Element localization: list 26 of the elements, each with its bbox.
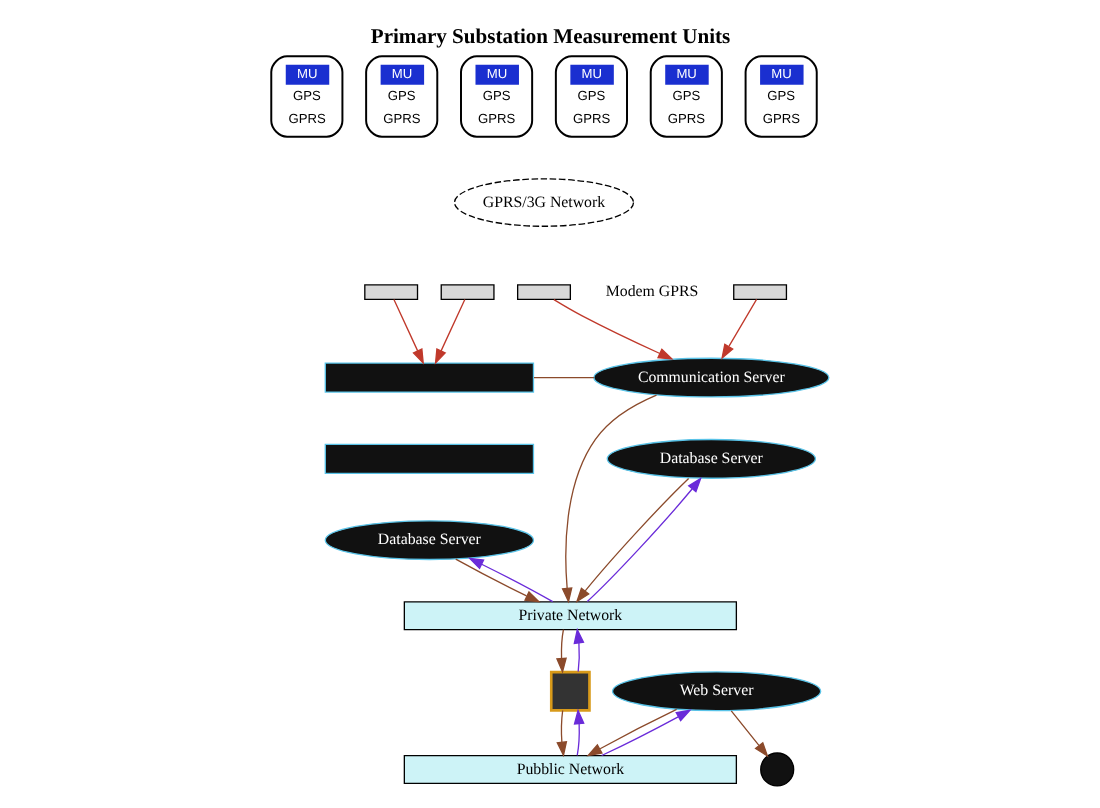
arrow xyxy=(573,708,585,756)
arrow xyxy=(467,557,554,603)
arrow xyxy=(455,558,541,603)
node-box xyxy=(324,443,535,475)
arrow xyxy=(434,298,466,365)
arrow xyxy=(721,298,758,360)
arrow xyxy=(393,298,425,365)
node-box xyxy=(324,362,535,393)
connector xyxy=(533,376,595,379)
node-box xyxy=(364,284,419,301)
arrow xyxy=(730,710,769,758)
arrow xyxy=(561,394,658,604)
node-circle xyxy=(760,752,795,787)
diagram-title: Primary Substation Measurement Units xyxy=(370,26,731,49)
node-box xyxy=(440,284,495,301)
arrow xyxy=(586,476,702,603)
arrow xyxy=(556,709,568,758)
arrow xyxy=(575,477,690,604)
arrow xyxy=(573,627,585,673)
node-box xyxy=(733,284,788,301)
arrow xyxy=(553,298,674,360)
node-box xyxy=(517,284,571,301)
arrow xyxy=(586,708,678,757)
arrow xyxy=(555,629,567,674)
arrow xyxy=(601,709,692,757)
node-box xyxy=(549,670,591,712)
